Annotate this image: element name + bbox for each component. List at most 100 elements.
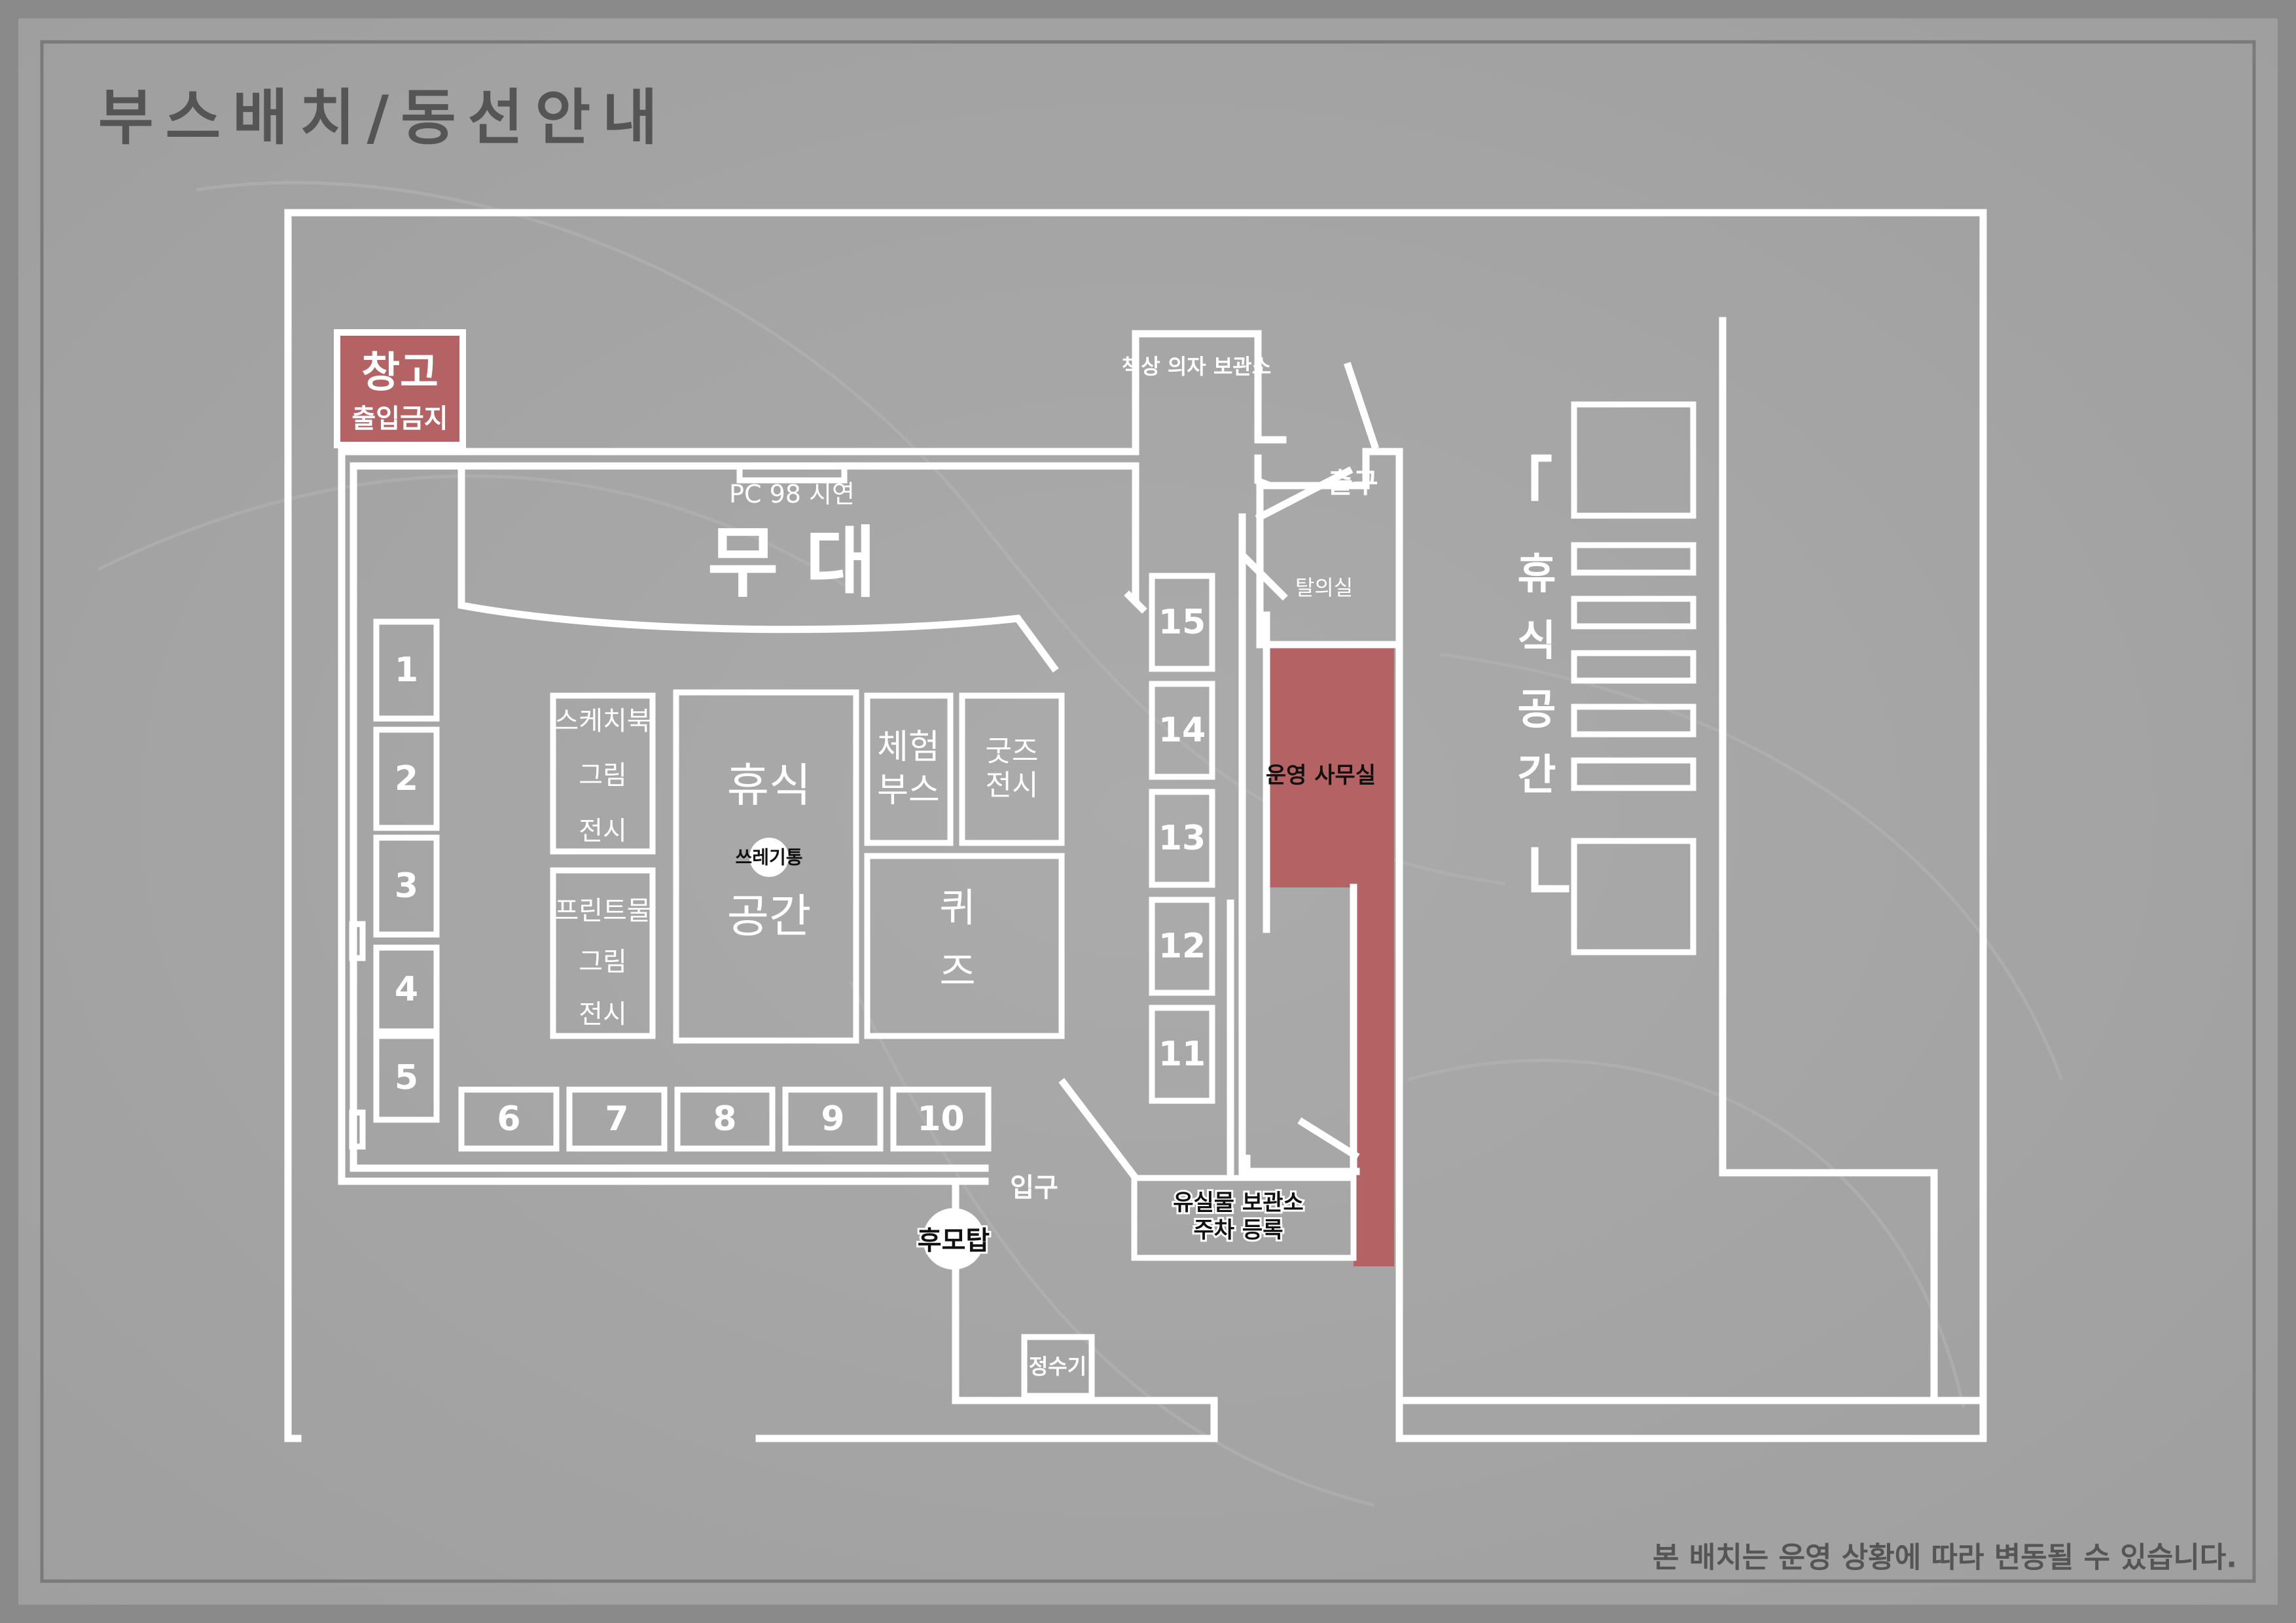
lounge-char-3: 공 bbox=[1518, 686, 1556, 734]
booth-box bbox=[1149, 897, 1215, 996]
booth-number: 14 bbox=[1158, 711, 1206, 750]
rest-area-line-2: 공간 bbox=[727, 889, 812, 943]
booth-box bbox=[373, 834, 440, 938]
sketchbook-block bbox=[550, 692, 656, 855]
sketchbook-line-3: 전시 bbox=[579, 816, 627, 846]
booth-number: 1 bbox=[395, 651, 418, 690]
booth: 5 bbox=[373, 1033, 440, 1123]
booth: 15 bbox=[1149, 573, 1215, 672]
wall-stub bbox=[349, 1109, 366, 1150]
goods-line-1: 굿즈 bbox=[986, 735, 1039, 768]
booth: 10 bbox=[890, 1086, 992, 1152]
booth-number: 11 bbox=[1158, 1035, 1206, 1074]
booth-box bbox=[1149, 789, 1215, 888]
booth-number: 5 bbox=[395, 1058, 418, 1097]
booth-box bbox=[566, 1086, 668, 1152]
smoking-tower-label: 후모탑 bbox=[918, 1226, 990, 1256]
page-title: 부스배치/동선안내 bbox=[98, 83, 670, 153]
booth: 4 bbox=[373, 944, 440, 1035]
booth-number: 8 bbox=[713, 1099, 736, 1139]
entrance-label: 입구 bbox=[1010, 1173, 1058, 1203]
booths-bottom-row: 6 7 8 9 10 bbox=[458, 1086, 992, 1152]
booth: 3 bbox=[373, 834, 440, 938]
footer-note: 본 배치는 운영 상황에 따라 변동될 수 있습니다. bbox=[1653, 1541, 2237, 1575]
booth-number: 13 bbox=[1158, 819, 1206, 858]
sketchbook-line-2: 그림 bbox=[579, 760, 627, 791]
pc-demo-table bbox=[736, 463, 848, 484]
parking-label: 주차 등록 bbox=[1194, 1217, 1283, 1243]
booth-box bbox=[373, 618, 440, 722]
booth-box bbox=[1149, 1005, 1215, 1104]
prints-block bbox=[550, 867, 656, 1039]
booth: 11 bbox=[1149, 1005, 1215, 1104]
booth: 12 bbox=[1149, 897, 1215, 996]
desk-storage-label: 책상 의자 보관소 bbox=[1122, 354, 1271, 379]
booths-corridor: 15 14 13 12 11 bbox=[1149, 573, 1215, 1104]
booth: 9 bbox=[782, 1086, 884, 1152]
lounge-tables bbox=[1571, 401, 1696, 955]
lost-found-label: 유실물 보관소 bbox=[1173, 1190, 1304, 1216]
sketchbook-line-1: 스케치북 bbox=[554, 706, 651, 736]
booth-number: 2 bbox=[395, 759, 418, 798]
lounge-char-4: 간 bbox=[1518, 751, 1556, 800]
prints-line-3: 전시 bbox=[579, 999, 627, 1029]
pc-demo-label: PC 98 시연 bbox=[729, 480, 855, 508]
booth-box bbox=[373, 726, 440, 831]
building-walls bbox=[284, 209, 1987, 1442]
water-dispenser bbox=[1021, 1334, 1095, 1399]
goods-line-2: 전시 bbox=[986, 769, 1039, 802]
experience-block bbox=[864, 692, 954, 846]
booth: 14 bbox=[1149, 681, 1215, 780]
booth-number: 15 bbox=[1158, 603, 1206, 642]
trash-bin bbox=[749, 838, 789, 877]
booth-box bbox=[1149, 573, 1215, 672]
booth: 13 bbox=[1149, 789, 1215, 888]
trash-label: 쓰레기통 bbox=[735, 847, 802, 868]
smoking-tower bbox=[923, 1208, 984, 1270]
office-label: 운영 사무실 bbox=[1266, 762, 1376, 789]
office-area bbox=[1263, 645, 1394, 1266]
booth-number: 12 bbox=[1158, 927, 1206, 966]
lounge-char-2: 식 bbox=[1518, 617, 1556, 666]
booth-box bbox=[782, 1086, 884, 1152]
background-panel bbox=[18, 18, 2278, 1605]
quiz-line-2: 즈 bbox=[939, 949, 975, 995]
experience-line-2: 부스 bbox=[877, 771, 940, 810]
prints-line-2: 그림 bbox=[579, 947, 627, 977]
booth-number: 7 bbox=[605, 1099, 628, 1139]
lounge-char-1: 휴 bbox=[1518, 550, 1556, 599]
water-label: 정수기 bbox=[1029, 1354, 1086, 1379]
prints-line-1: 프린트물 bbox=[554, 896, 651, 926]
storage-room bbox=[334, 329, 466, 448]
booth: 2 bbox=[373, 726, 440, 831]
booth-box bbox=[1149, 681, 1215, 780]
booth: 8 bbox=[674, 1086, 776, 1152]
experience-line-1: 체험 bbox=[877, 728, 940, 767]
exit-label: 출구 bbox=[1327, 467, 1378, 499]
storage-title: 창고 bbox=[361, 349, 439, 397]
quiz-line-1: 퀴 bbox=[939, 885, 975, 931]
rest-area-block bbox=[673, 689, 859, 1044]
stage-label: 무 대 bbox=[708, 518, 876, 608]
booth-number: 6 bbox=[497, 1099, 520, 1139]
booth: 1 bbox=[373, 618, 440, 722]
booth-box bbox=[458, 1086, 560, 1152]
booth-box bbox=[373, 944, 440, 1035]
rest-area-line-1: 휴식 bbox=[727, 758, 812, 812]
goods-block bbox=[959, 692, 1065, 846]
booth-box bbox=[373, 1033, 440, 1123]
storage-subtitle: 출입금지 bbox=[351, 404, 448, 434]
wall-stub bbox=[349, 921, 366, 961]
lost-found-box bbox=[1131, 1175, 1357, 1261]
booth-number: 3 bbox=[395, 866, 418, 906]
booth-number: 4 bbox=[395, 970, 418, 1009]
booth-number: 10 bbox=[917, 1099, 964, 1139]
booth-box bbox=[890, 1086, 992, 1152]
booths-left-column: 1 2 3 4 5 bbox=[373, 618, 440, 1123]
booth: 7 bbox=[566, 1086, 668, 1152]
booth-box bbox=[674, 1086, 776, 1152]
changing-room-label: 탈의실 bbox=[1295, 575, 1353, 600]
quiz-block bbox=[864, 853, 1065, 1039]
